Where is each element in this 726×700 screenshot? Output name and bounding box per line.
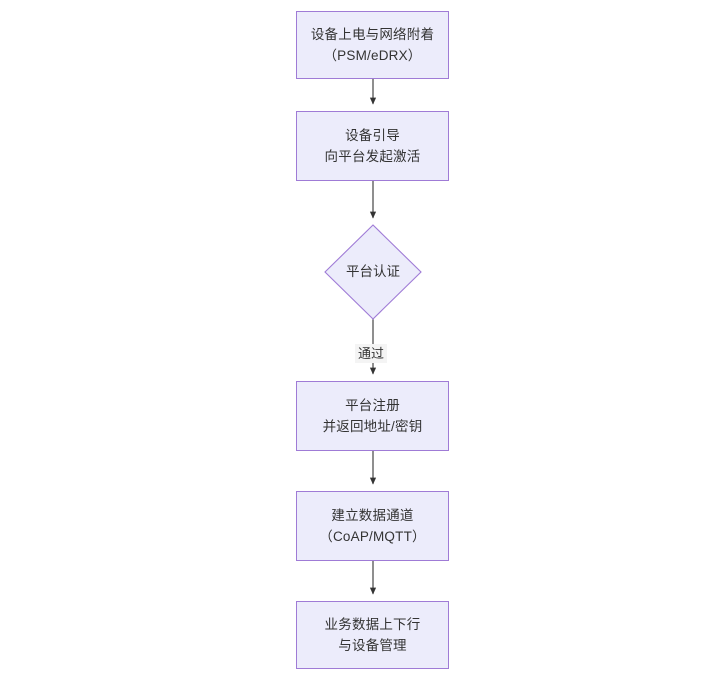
node-platform-auth-label: 平台认证 — [346, 264, 400, 279]
node-platform-register-line-1: 平台注册 — [345, 398, 400, 413]
node-data-channel-line-2: （CoAP/MQTT） — [319, 529, 426, 544]
node-business-data-line-2: 与设备管理 — [338, 638, 407, 653]
node-device-bootstrap-line-1: 设备引导 — [345, 128, 400, 143]
node-platform-register[interactable]: 平台注册 并返回地址/密钥 — [296, 381, 449, 451]
diamond-node-platform-auth-shape[interactable] — [324, 224, 422, 320]
node-device-power-on[interactable]: 设备上电与网络附着 （PSM/eDRX） — [296, 11, 449, 79]
node-device-bootstrap[interactable]: 设备引导 向平台发起激活 — [296, 111, 449, 181]
edge-label-pass: 通过 — [355, 344, 388, 363]
node-platform-register-line-2: 并返回地址/密钥 — [322, 419, 423, 434]
node-data-channel[interactable]: 建立数据通道 （CoAP/MQTT） — [296, 491, 449, 561]
node-data-channel-line-1: 建立数据通道 — [331, 508, 414, 523]
node-business-data[interactable]: 业务数据上下行 与设备管理 — [296, 601, 449, 669]
node-device-bootstrap-line-2: 向平台发起激活 — [324, 149, 421, 164]
node-device-power-on-line-1: 设备上电与网络附着 — [310, 27, 435, 42]
node-device-power-on-line-2: （PSM/eDRX） — [323, 48, 422, 63]
node-platform-auth[interactable]: 平台认证 — [325, 225, 421, 319]
node-business-data-line-1: 业务数据上下行 — [324, 617, 421, 632]
